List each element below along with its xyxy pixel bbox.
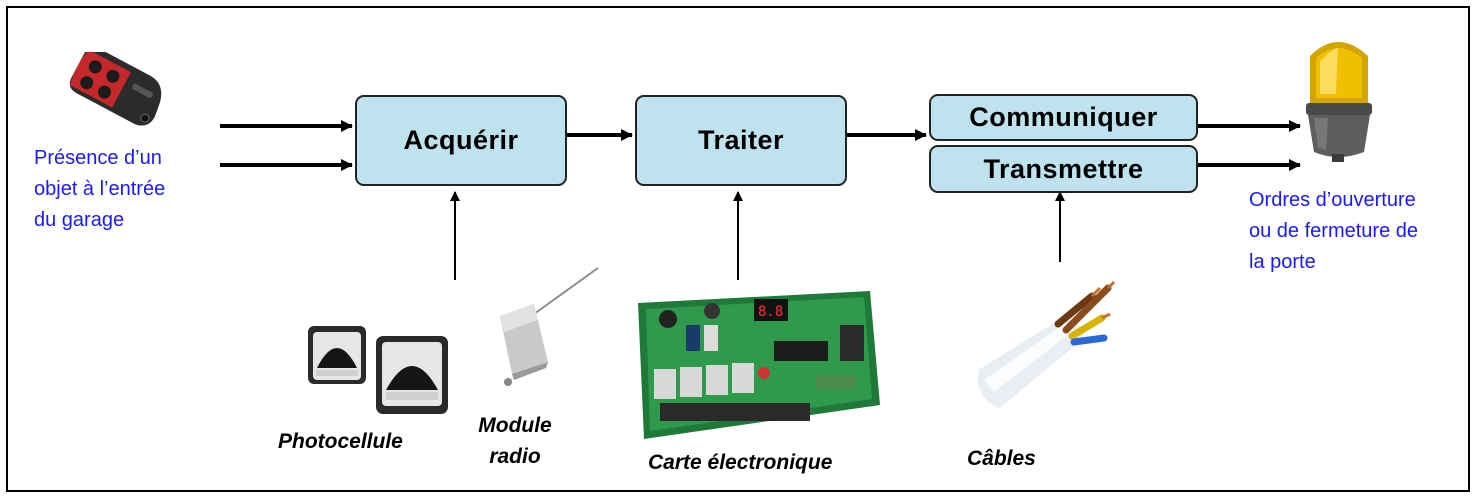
label-cables: Câbles xyxy=(967,447,1036,470)
label-module-radio: Module radio xyxy=(470,410,560,472)
output-line-3: la porte xyxy=(1249,251,1316,273)
block-communiquer: Communiquer xyxy=(929,94,1198,141)
warning-light-icon xyxy=(1306,42,1372,162)
input-description: Présence d’un objet à l’entrée du garage xyxy=(34,143,165,236)
photocell-icon xyxy=(308,326,448,414)
block-acquerir: Acquérir xyxy=(355,95,567,186)
label-photocellule: Photocellule xyxy=(278,430,403,453)
label-module-radio-line-1: Module xyxy=(478,414,552,437)
block-transmettre: Transmettre xyxy=(929,145,1198,193)
input-line-2: objet à l’entrée xyxy=(34,178,166,200)
circuit-board-icon: 8.8 xyxy=(638,291,880,439)
block-traiter: Traiter xyxy=(635,95,847,186)
remote-control-icon xyxy=(69,52,162,126)
radio-module-icon xyxy=(500,267,599,388)
output-line-2: ou de fermeture de xyxy=(1249,220,1418,242)
cable-icon xyxy=(978,280,1116,408)
input-line-3: du garage xyxy=(34,209,125,231)
output-description: Ordres d’ouverture ou de fermeture de la… xyxy=(1249,185,1418,278)
input-line-1: Présence d’un xyxy=(34,147,162,169)
label-carte: Carte électronique xyxy=(648,451,833,474)
svg-text:8.8: 8.8 xyxy=(758,304,783,320)
label-module-radio-line-2: radio xyxy=(489,445,541,468)
output-line-1: Ordres d’ouverture xyxy=(1249,189,1416,211)
